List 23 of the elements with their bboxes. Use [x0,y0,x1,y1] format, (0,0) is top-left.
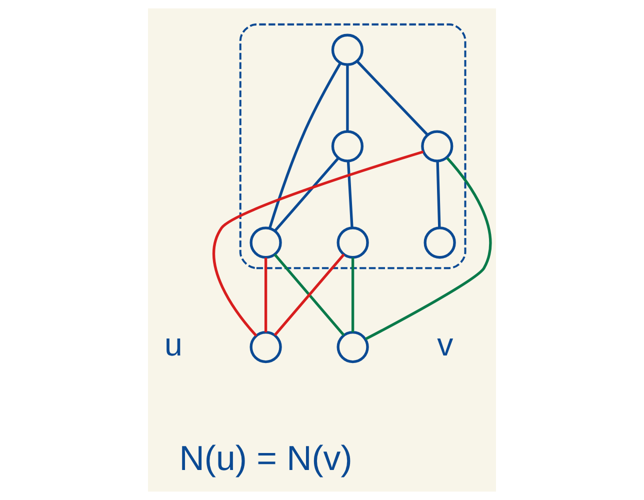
connector [264,258,268,332]
node-label: u [164,326,182,362]
connector [268,62,342,229]
node-circle [331,130,364,162]
node-circle [421,130,454,162]
connector [274,254,345,336]
node-circle [250,331,282,364]
node-circle [336,226,369,259]
connector [356,60,428,136]
connector [274,157,340,232]
connector [364,157,492,340]
node-circle [336,331,369,364]
node-circle [250,226,282,259]
node-label: v [437,326,454,362]
connector [436,160,441,228]
cluster [239,23,466,270]
label: N(u) = N(v) [179,438,352,478]
connector [212,150,424,337]
connector [351,258,354,332]
node-circle [424,226,456,259]
node-circle [331,34,364,66]
connector [346,160,354,228]
connector [346,64,349,132]
